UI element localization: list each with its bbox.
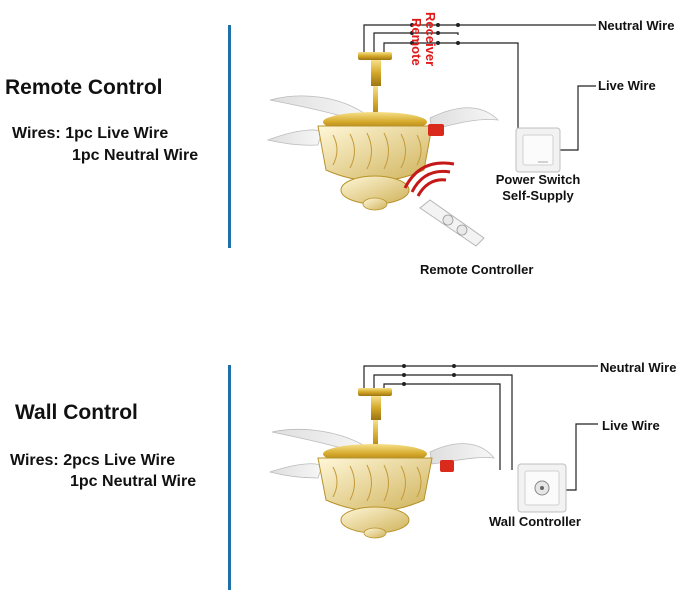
remote-label: Remote xyxy=(409,18,424,66)
top-power-switch xyxy=(515,127,561,173)
top-remote-controller xyxy=(403,161,485,247)
wall-control-title: Wall Control xyxy=(15,401,138,424)
bottom-wire-3 xyxy=(383,383,501,470)
bottom-neutral-wire-line xyxy=(363,365,598,390)
bottom-receiver-box xyxy=(440,460,454,472)
bottom-wiring-lines xyxy=(363,365,598,491)
bottom-wire-2 xyxy=(373,374,513,470)
top-live-wire-label: Live Wire xyxy=(598,78,656,93)
bottom-junction-dots xyxy=(402,364,456,386)
wall-wires-line1: Wires: 2pcs Live Wire xyxy=(10,452,176,469)
top-neutral-wire-label: Neutral Wire xyxy=(598,18,675,33)
wall-controller-label: Wall Controller xyxy=(489,514,581,529)
self-supply-label: Self-Supply xyxy=(502,188,574,203)
bottom-ceiling-fan xyxy=(268,388,495,539)
wall-wires-line2: 1pc Neutral Wire xyxy=(70,473,197,490)
top-neutral-wire-line xyxy=(363,24,596,54)
remote-wires-line2: 1pc Neutral Wire xyxy=(72,147,199,164)
top-wiring-lines xyxy=(363,24,596,151)
remote-control-title: Remote Control xyxy=(5,76,163,99)
top-junction-dots xyxy=(410,23,460,45)
bottom-live-wire-label: Live Wire xyxy=(602,418,660,433)
top-ceiling-fan xyxy=(266,52,500,211)
remote-controller-label: Remote Controller xyxy=(420,262,534,277)
bottom-neutral-wire-label: Neutral Wire xyxy=(600,360,677,375)
receiver-label: Receiver xyxy=(423,12,438,67)
top-wire-2 xyxy=(373,32,459,54)
top-receiver-box xyxy=(428,124,444,136)
top-wire-3 xyxy=(383,42,519,135)
bottom-live-wire-line xyxy=(566,423,598,491)
remote-wires-line1: Wires: 1pc Live Wire xyxy=(12,125,169,142)
top-live-wire-line xyxy=(560,85,596,151)
bottom-wall-controller xyxy=(517,463,567,513)
divider-bar-top xyxy=(228,25,231,248)
divider-bar-bottom xyxy=(228,365,231,590)
power-switch-label: Power Switch xyxy=(495,172,581,187)
